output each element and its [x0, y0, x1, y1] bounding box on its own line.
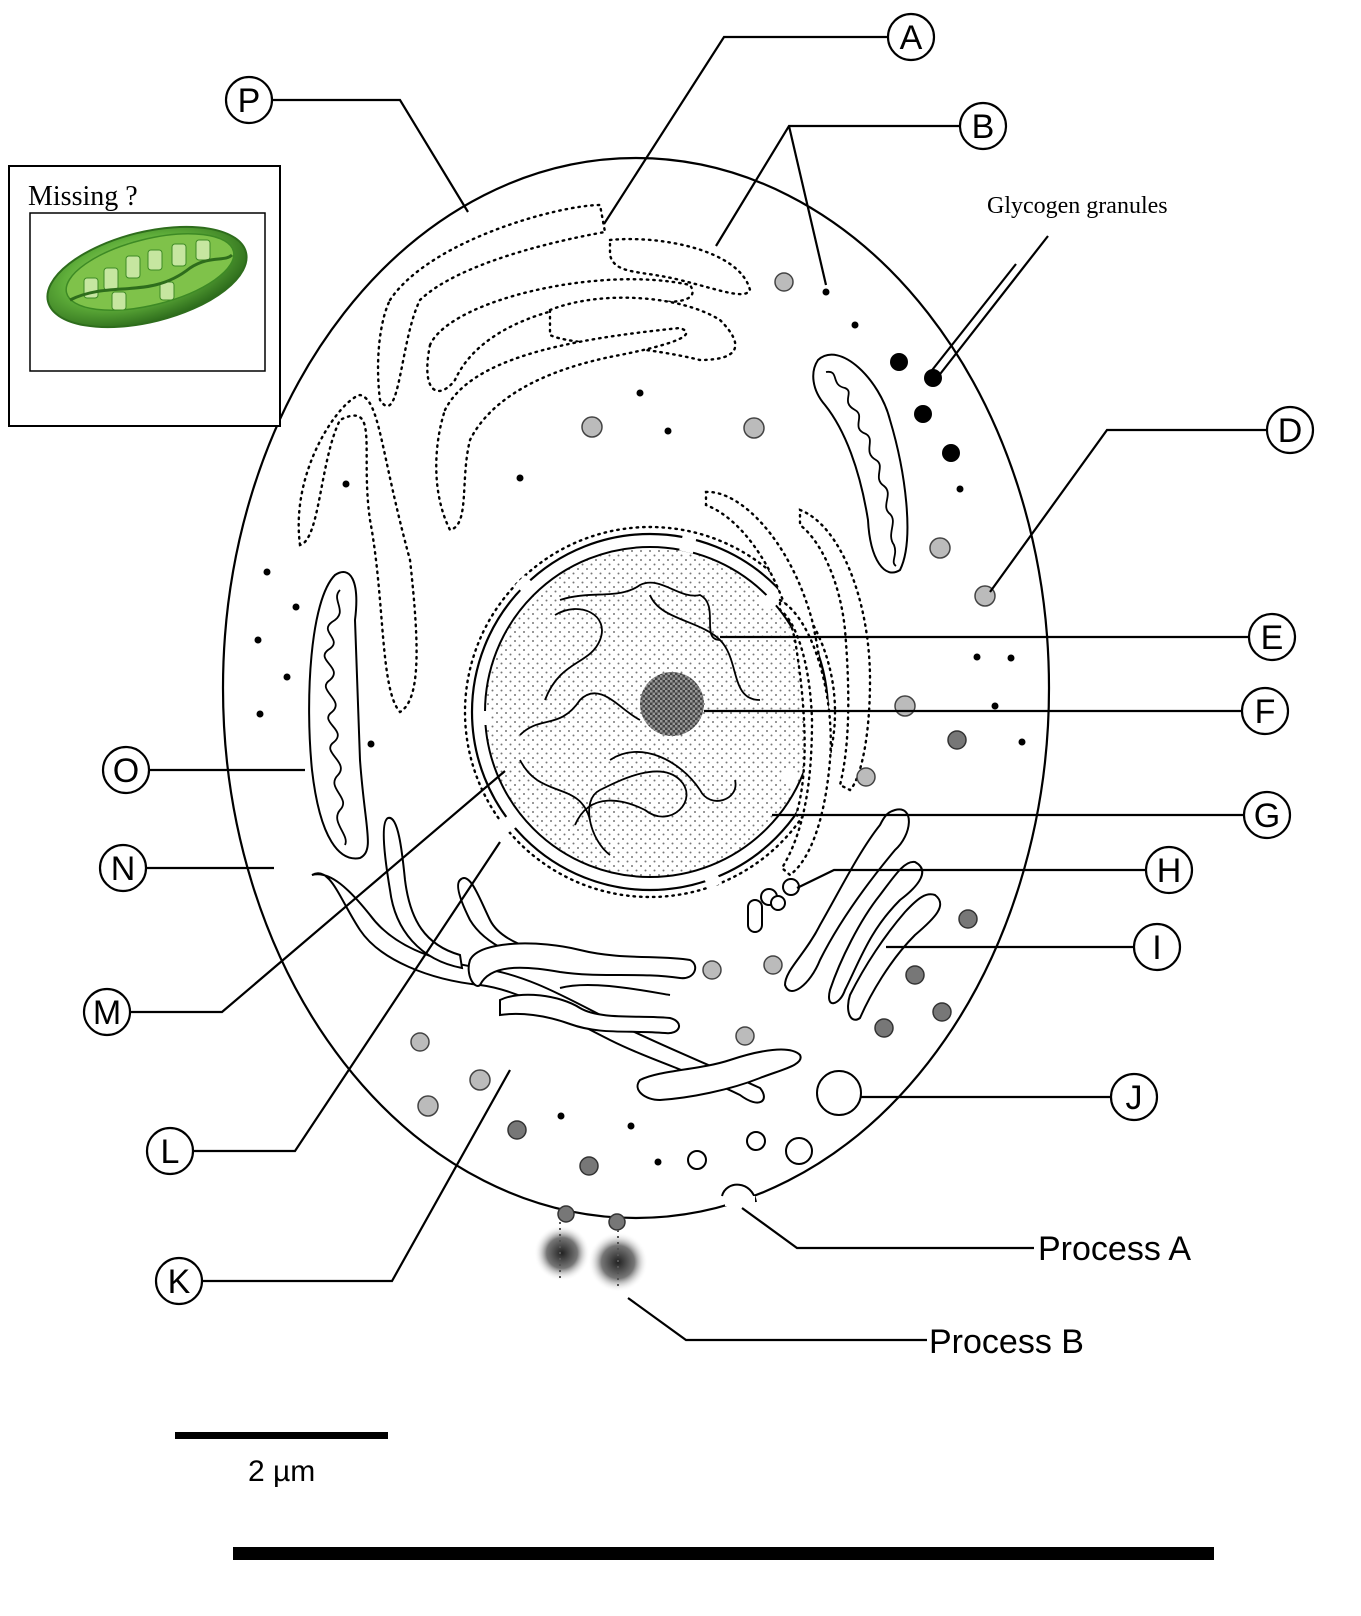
callout-P: P: [226, 77, 272, 123]
callout-J: J: [1111, 1074, 1157, 1120]
callout-A: A: [888, 14, 934, 60]
svg-text:O: O: [113, 752, 139, 790]
nucleolus: [640, 672, 704, 736]
svg-text:F: F: [1255, 693, 1276, 731]
callout-L: L: [147, 1128, 193, 1174]
inset-title: Missing ?: [28, 181, 138, 212]
bottom-rule: [233, 1547, 1214, 1560]
svg-text:B: B: [972, 108, 995, 146]
scale-bar-label: 2 µm: [248, 1455, 315, 1488]
svg-text:N: N: [111, 850, 136, 888]
svg-text:D: D: [1278, 412, 1303, 450]
svg-text:K: K: [168, 1263, 191, 1301]
exocytosis-secretion: [534, 1222, 648, 1292]
svg-text:P: P: [238, 82, 261, 120]
callout-M: M: [84, 989, 130, 1035]
svg-text:E: E: [1261, 619, 1284, 657]
svg-text:I: I: [1152, 929, 1161, 967]
missing-organelle-inset: Missing ?: [9, 166, 280, 426]
glycogen-granules-label: Glycogen granules: [987, 193, 1168, 219]
callout-I: I: [1134, 924, 1180, 970]
svg-text:M: M: [93, 994, 121, 1032]
callout-K: K: [156, 1258, 202, 1304]
svg-text:L: L: [161, 1133, 180, 1171]
svg-text:J: J: [1126, 1079, 1143, 1117]
callout-O: O: [103, 747, 149, 793]
callout-H: H: [1146, 847, 1192, 893]
callout-B: B: [960, 103, 1006, 149]
scale-bar: 2 µm: [175, 1432, 388, 1488]
callout-F: F: [1242, 688, 1288, 734]
svg-text:A: A: [900, 19, 923, 57]
callout-G: G: [1244, 792, 1290, 838]
callout-D: D: [1267, 407, 1313, 453]
callout-E: E: [1249, 614, 1295, 660]
process-b-label: Process B: [929, 1323, 1084, 1361]
svg-text:H: H: [1157, 852, 1182, 890]
process-a-label: Process A: [1038, 1230, 1191, 1268]
svg-text:G: G: [1254, 797, 1280, 835]
callout-N: N: [100, 845, 146, 891]
